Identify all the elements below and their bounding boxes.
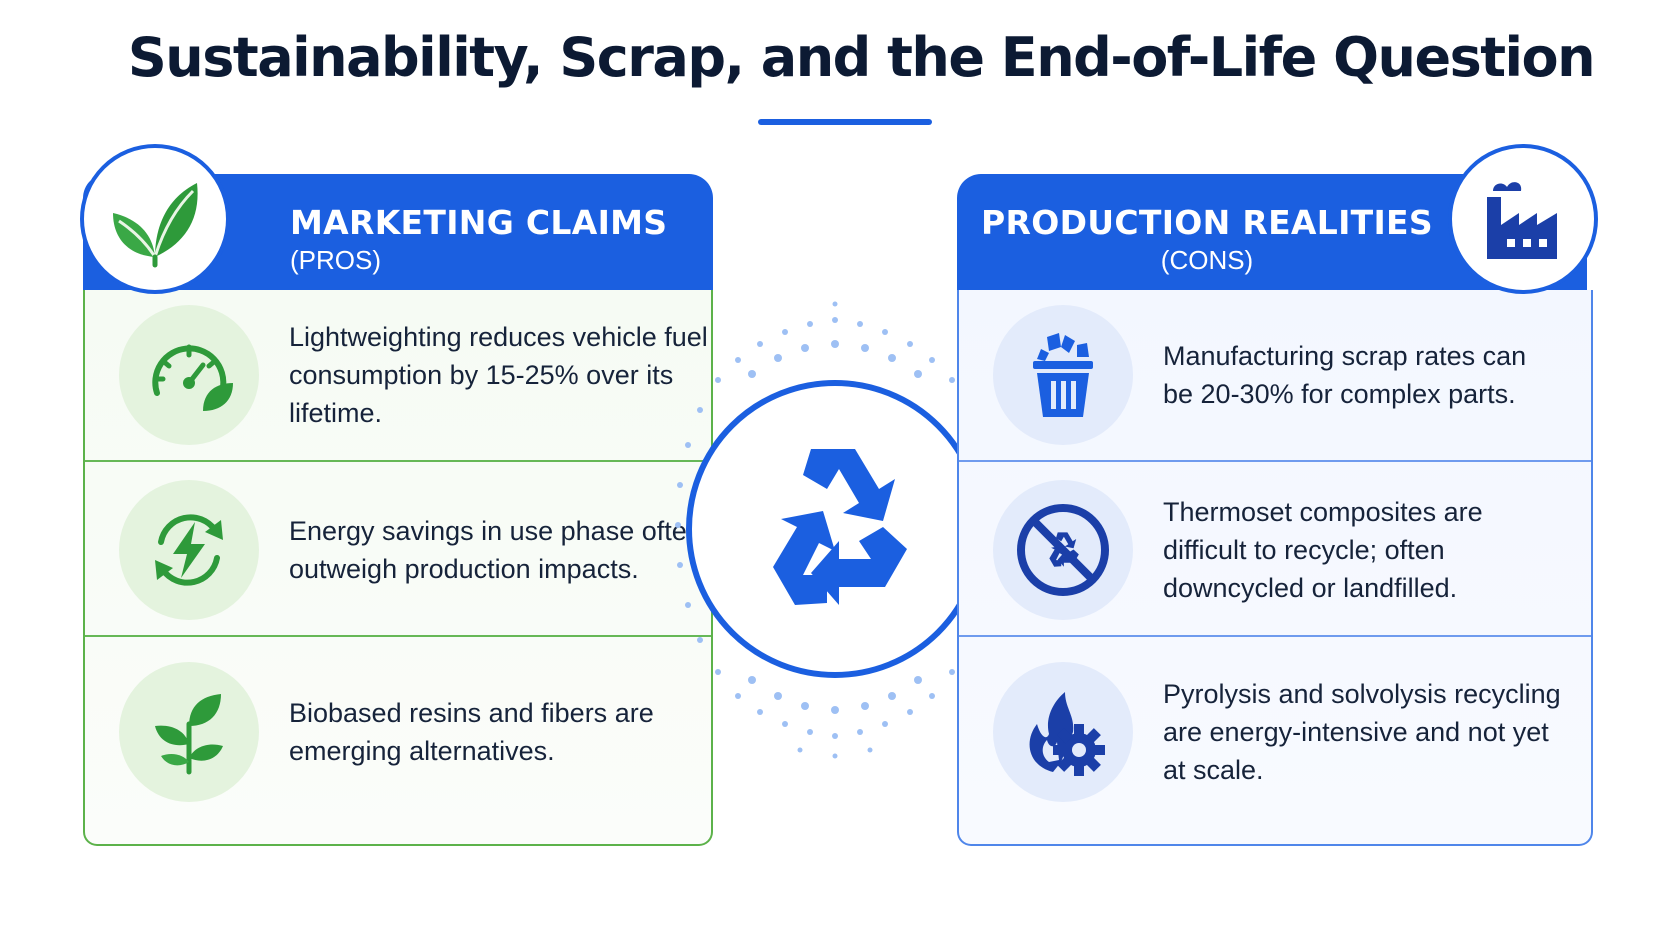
plant-sprout-icon: [155, 694, 223, 775]
pros-panel: Lightweighting reduces vehicle fuel cons…: [83, 290, 713, 846]
pros-item: Energy savings in use phase often outwei…: [85, 460, 711, 637]
cons-badge: [1448, 144, 1598, 294]
cons-title: PRODUCTION REALITIES: [981, 203, 1433, 242]
page-title: Sustainability, Scrap, and the End-of-Li…: [127, 26, 1596, 89]
pros-subtitle: (PROS): [290, 245, 381, 275]
energy-cycle-icon: [155, 513, 223, 586]
cons-item: Thermoset composites are difficult to re…: [959, 460, 1591, 637]
center-recycle-ring: [686, 380, 984, 678]
gauge-leaf-icon: [152, 344, 233, 411]
pros-title: MARKETING CLAIMS: [290, 203, 668, 242]
pros-badge: [80, 144, 230, 294]
cons-item-text: Pyrolysis and solvolysis recycling are e…: [1163, 679, 1561, 785]
cons-subtitle: (CONS): [1160, 245, 1254, 275]
factory-icon: [1487, 182, 1557, 259]
pros-item: Lightweighting reduces vehicle fuel cons…: [85, 290, 711, 460]
leaves-icon: [113, 183, 198, 268]
flame-gear-icon: [1029, 692, 1105, 776]
pros-item-text: Lightweighting reduces vehicle fuel cons…: [289, 322, 708, 428]
pros-item-text: Energy savings in use phase often outwei…: [289, 515, 702, 584]
recycle-icon: [773, 449, 907, 605]
title-underline: [758, 119, 932, 125]
pros-item-text: Biobased resins and fibers are emerging …: [289, 698, 654, 766]
cons-item: Pyrolysis and solvolysis recycling are e…: [959, 635, 1591, 827]
cons-item: Manufacturing scrap rates can be 20-30% …: [959, 290, 1591, 460]
scrap-bin-icon: [1033, 333, 1093, 417]
cons-item-text: Manufacturing scrap rates can be 20-30% …: [1163, 341, 1527, 409]
pros-item: Biobased resins and fibers are emerging …: [85, 635, 711, 827]
no-recycle-icon: [1017, 503, 1109, 596]
cons-item-text: Thermoset composites are difficult to re…: [1163, 496, 1483, 603]
cons-panel: Manufacturing scrap rates can be 20-30% …: [957, 290, 1593, 846]
